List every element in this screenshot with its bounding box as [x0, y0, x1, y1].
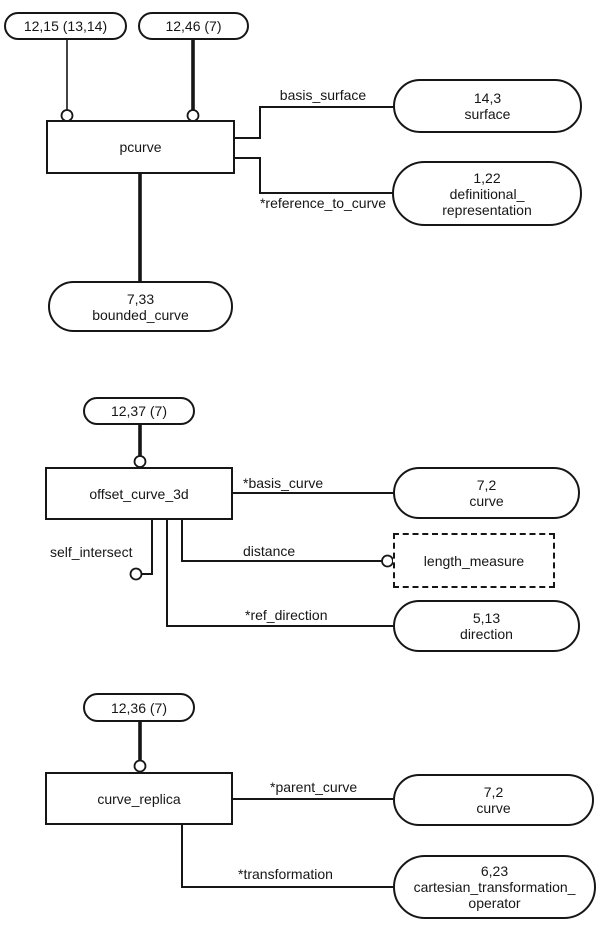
ref-oval-definitional-representation: 1,22 definitional_ representation — [392, 161, 582, 226]
ref-page: 7,33 — [126, 290, 155, 307]
ref-name: direction — [460, 626, 513, 642]
attr-label-reference-to-curve: *reference_to_curve — [259, 195, 387, 211]
entity-label: curve_replica — [97, 790, 181, 807]
ref-oval-bounded-curve: 7,33 bounded_curve — [48, 281, 233, 332]
ref-oval-surface: 14,3 surface — [393, 79, 582, 133]
distance-line — [181, 520, 382, 562]
ref-name: surface — [464, 106, 511, 122]
ref-page: 5,13 — [472, 610, 501, 626]
ref-name-line2: representation — [442, 201, 532, 218]
type-name: length_measure — [423, 552, 525, 569]
page-ref-label: 12,15 (13,14) — [23, 18, 108, 34]
page-ref-12-46: 12,46 (7) — [138, 12, 249, 40]
entity-label: pcurve — [119, 139, 162, 155]
ref-name: bounded_curve — [92, 306, 189, 323]
ref-name-line2: operator — [468, 895, 521, 911]
reference-to-curve-line — [234, 157, 393, 194]
page-ref-label: 12,46 (7) — [165, 18, 222, 34]
ref-name-line1: cartesian_transformation_ — [413, 879, 576, 895]
entity-offset-curve-3d: offset_curve_3d — [45, 467, 233, 520]
ref-page: 7,2 — [476, 477, 497, 493]
replica-inherit-circle — [133, 759, 147, 773]
ref-page: 1,22 — [473, 169, 501, 186]
attr-label-basis-surface: basis_surface — [279, 87, 367, 103]
offset-inherit-circle — [133, 455, 147, 468]
ref-name-line1: definitional_ — [449, 185, 525, 202]
attr-label-self-intersect: self_intersect — [50, 544, 133, 560]
entity-curve-replica: curve_replica — [45, 772, 233, 825]
distance-optional-circle — [381, 554, 394, 568]
transformation-line — [181, 825, 393, 888]
basis-surface-line — [234, 106, 394, 139]
ref-name: curve — [476, 800, 511, 816]
self-intersect-line — [142, 520, 153, 575]
page-ref-12-36: 12,36 (7) — [83, 693, 195, 722]
attr-label-ref-direction: *ref_direction — [245, 607, 328, 623]
attr-label-distance: distance — [243, 543, 296, 559]
self-intersect-circle — [129, 567, 143, 581]
attr-label-transformation: *transformation — [238, 866, 333, 882]
type-box-length-measure: length_measure — [393, 533, 555, 588]
entity-pcurve: pcurve — [46, 120, 235, 174]
ref-oval-curve-bottom: 7,2 curve — [393, 774, 594, 826]
ref-oval-curve-mid: 7,2 curve — [393, 467, 580, 519]
ref-direction-line — [166, 520, 393, 627]
ref-name: curve — [469, 493, 504, 509]
page-ref-label: 12,37 (7) — [110, 403, 168, 419]
ref-page: 14,3 — [473, 90, 502, 106]
page-ref-12-15: 12,15 (13,14) — [4, 12, 127, 40]
entity-label: offset_curve_3d — [89, 485, 189, 502]
page-ref-label: 12,36 (7) — [110, 699, 168, 716]
attr-label-basis-curve: *basis_curve — [243, 475, 324, 491]
ref-oval-direction: 5,13 direction — [393, 600, 580, 652]
attr-label-parent-curve: *parent_curve — [270, 779, 358, 795]
ref-page: 6,23 — [480, 863, 509, 879]
ref-page: 7,2 — [483, 784, 504, 800]
ref-oval-cartesian-transformation-operator: 6,23 cartesian_transformation_ operator — [393, 855, 596, 919]
page-ref-12-37: 12,37 (7) — [83, 397, 195, 425]
